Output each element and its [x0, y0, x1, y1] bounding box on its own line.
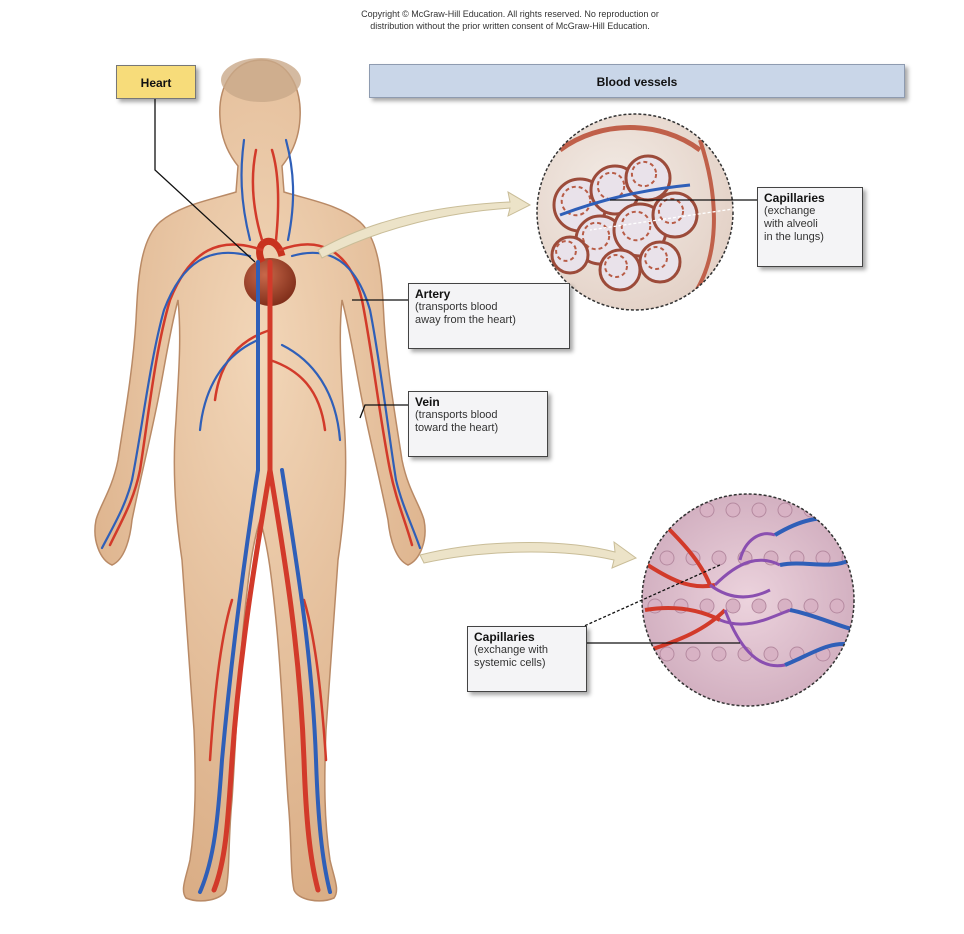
- vein-title: Vein: [415, 395, 440, 409]
- tissue-cell-1: [647, 502, 663, 518]
- alveolus-6: [651, 191, 699, 239]
- tissue-cell-21: [751, 598, 767, 614]
- alveolus-capillary-net-9: [555, 240, 577, 262]
- vein-9: [280, 343, 342, 442]
- alveolus-capillary-net-2: [596, 171, 626, 201]
- artery-desc-2: away from the heart): [415, 314, 516, 326]
- artery-2: [211, 467, 273, 893]
- systemic-capillary-inset: [641, 493, 855, 707]
- tissue-cell-8: [829, 502, 845, 518]
- leader-vein: [359, 404, 408, 419]
- alveolus-8: [638, 240, 682, 284]
- vein-desc-2: toward the heart): [415, 422, 499, 434]
- lung-capillary-inset: [536, 113, 734, 311]
- capillary-5: [738, 532, 776, 561]
- capillary-1: [713, 558, 781, 587]
- capillaries-lungs-desc-1: (exchange: [764, 205, 816, 217]
- arteriole-3: [649, 608, 727, 652]
- capillary-2: [719, 608, 791, 626]
- vein-2: [198, 468, 260, 894]
- artery-4: [108, 243, 264, 547]
- lung-venule: [559, 183, 691, 217]
- artery-6: [251, 148, 264, 242]
- systemic-capillary-detail: [642, 502, 854, 668]
- alveolus-9: [550, 235, 590, 275]
- artery-7: [270, 148, 280, 242]
- alveolus-capillary-net-1: [560, 185, 592, 217]
- capillary-4: [709, 583, 771, 599]
- tissue-cell-27: [711, 646, 727, 662]
- capillaries-lungs-title: Capillaries: [764, 191, 825, 205]
- copyright-line-2: distribution without the prior written c…: [370, 21, 650, 31]
- alveolus-capillary-net-6: [657, 197, 685, 225]
- capillaries-lungs-desc-3: in the lungs): [764, 231, 824, 243]
- tissue-cell-20: [725, 598, 741, 614]
- vein-8: [198, 338, 260, 432]
- tissue-cell-11: [711, 550, 727, 566]
- capillaries-lungs-desc-2: with alveoli: [764, 218, 818, 230]
- lung-vessel: [688, 139, 716, 302]
- tissue-cell-6: [777, 502, 793, 518]
- capillaries-systemic-desc-1: (exchange with: [474, 644, 548, 656]
- copyright-notice: Copyright © McGraw-Hill Education. All r…: [250, 8, 770, 32]
- alveolus-capillary-net-3: [630, 160, 658, 188]
- vein-6: [240, 138, 252, 242]
- body-silhouette: [94, 59, 426, 902]
- body-vessels: [100, 138, 422, 894]
- tissue-cell-5: [751, 502, 767, 518]
- artery-8: [213, 328, 272, 402]
- capillaries-systemic-title: Capillaries: [474, 630, 535, 644]
- venule-2: [789, 608, 854, 632]
- capillary-3: [723, 609, 786, 668]
- lung-arteriole: [558, 125, 702, 153]
- vein-label: Vein (transports blood toward the heart): [408, 391, 548, 457]
- venule-1: [779, 558, 851, 567]
- capillaries-systemic-desc-2: systemic cells): [474, 657, 546, 669]
- tissue-cell-24: [829, 598, 845, 614]
- zoom-arrow-systemic: [419, 540, 638, 569]
- vein-3: [280, 468, 332, 894]
- vein-5: [290, 251, 422, 550]
- alveolus-capillary-net-7: [604, 254, 628, 278]
- vein-desc-1: (transports blood: [415, 409, 498, 421]
- tissue-cell-9: [659, 550, 675, 566]
- zoom-arrow-lungs: [317, 190, 532, 259]
- tissue-cell-25: [659, 646, 675, 662]
- heart-label: Heart: [116, 65, 196, 99]
- alveolus-capillary-net-4: [581, 221, 611, 251]
- artery-3: [267, 467, 321, 893]
- leader-heart: [154, 99, 256, 263]
- vein-7: [284, 138, 295, 242]
- tissue-cell-29: [763, 646, 779, 662]
- artery-title: Artery: [415, 287, 451, 301]
- copyright-line-1: Copyright © McGraw-Hill Education. All r…: [361, 9, 659, 19]
- artery-label: Artery (transports blood away from the h…: [408, 283, 570, 349]
- vein-4: [100, 251, 252, 550]
- capillaries-lungs-label: Capillaries (exchange with alveoli in th…: [757, 187, 863, 267]
- human-body: [94, 58, 426, 902]
- tissue-cell-32: [841, 646, 854, 662]
- artery-9: [268, 358, 327, 432]
- alveoli-detail: [550, 125, 716, 302]
- artery-desc-1: (transports blood: [415, 301, 498, 313]
- arteriole-1: [642, 558, 716, 589]
- artery-10: [208, 598, 234, 762]
- tissue-cell-4: [725, 502, 741, 518]
- tissue-cell-23: [803, 598, 819, 614]
- blood-vessels-label: Blood vessels: [369, 64, 905, 98]
- leader-capillaries-lungs-dashed: [589, 204, 761, 231]
- alveolus-7: [598, 248, 642, 292]
- capillaries-systemic-label: Capillaries (exchange with systemic cell…: [467, 626, 587, 692]
- tissue-cell-26: [685, 646, 701, 662]
- hair: [221, 58, 301, 102]
- lung-inset-border: [536, 113, 734, 311]
- alveolus-capillary-net-8: [644, 246, 668, 270]
- artery-11: [302, 598, 328, 762]
- alveolus-capillary-net-5: [620, 210, 652, 242]
